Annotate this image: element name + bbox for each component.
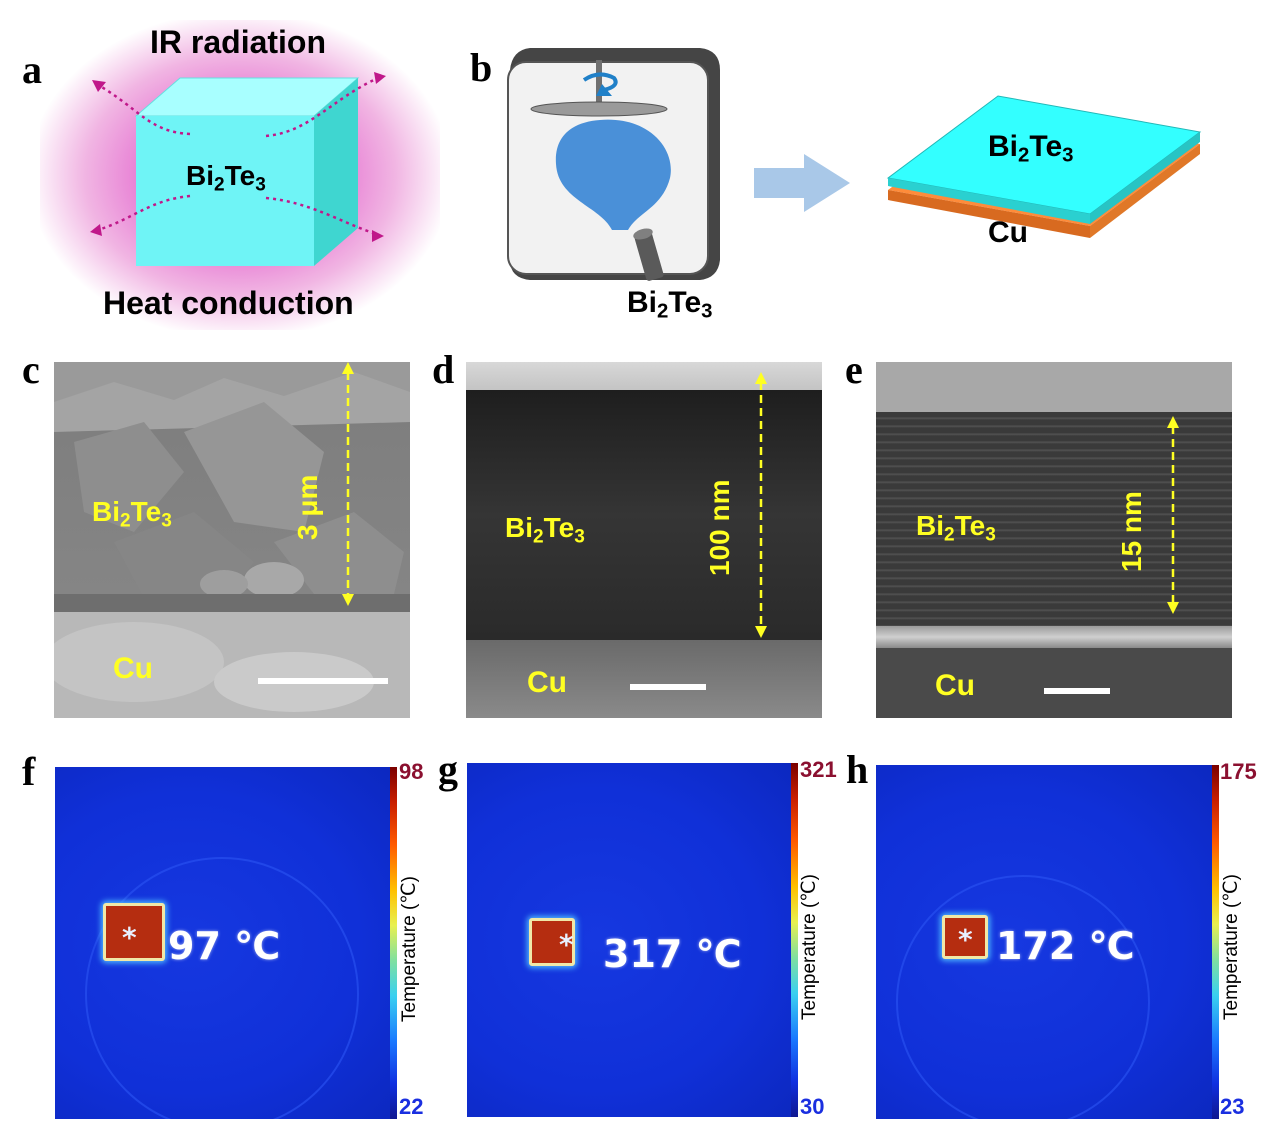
sem-substrate-label: Cu <box>113 652 153 685</box>
panel-label-d: d <box>432 347 455 392</box>
panel-label-e: e <box>845 347 863 392</box>
colorbar-label-g: Temperature (℃) <box>799 874 820 1020</box>
tem-film-layer <box>466 390 822 640</box>
tem-thickness-label: 100 nm <box>704 479 735 577</box>
hrtem-film-label: Bi2Te3 <box>916 510 996 546</box>
tem-scalebar <box>630 684 706 690</box>
cube-material-label: Bi2Te3 <box>186 160 266 196</box>
colorbar-max-g: 321 <box>800 757 837 782</box>
panel-label-f: f <box>22 749 36 794</box>
colorbar-g <box>791 763 798 1117</box>
hrtem-thickness-label: 15 nm <box>1116 491 1147 572</box>
hotspot-h <box>942 915 988 959</box>
thermal-image-g: * 317 ℃ <box>467 763 791 1117</box>
hrtem-thickness-arrow <box>1167 416 1179 614</box>
tem-cu-layer <box>466 640 822 718</box>
temperature-readout-f: 97 ℃ <box>168 924 281 968</box>
substrate-label: Cu <box>988 216 1028 249</box>
sem-film-label: Bi2Te3 <box>92 496 172 532</box>
thermal-ring-f <box>85 857 359 1119</box>
panel-label-c: c <box>22 347 40 392</box>
bi2te3-cube-diagram <box>90 72 386 266</box>
colorbar-min-f: 22 <box>399 1094 424 1119</box>
tem-image <box>466 362 822 718</box>
sem-thickness-label: 3 μm <box>292 474 323 540</box>
colorbar-label-h: Temperature (℃) <box>1221 874 1242 1020</box>
thermal-ring-h <box>896 875 1150 1119</box>
sem-thickness-arrow <box>342 362 354 606</box>
measure-marker-g: * <box>559 928 574 961</box>
source-material-label: Bi2Te3 <box>627 286 713 323</box>
colorbar-f <box>390 767 397 1119</box>
heat-conduction-label: Heat conduction <box>103 285 354 321</box>
hrtem-cu-layer <box>876 648 1232 718</box>
colorbar-min-g: 30 <box>800 1094 825 1119</box>
film-material-label: Bi2Te3 <box>988 130 1074 167</box>
hotspot-f <box>103 903 165 961</box>
ir-radiation-label: IR radiation <box>150 24 327 60</box>
hrtem-interface <box>876 626 1232 648</box>
colorbar-max-f: 98 <box>399 759 424 784</box>
measure-marker-f: * <box>122 921 137 954</box>
tem-film-label: Bi2Te3 <box>505 512 585 548</box>
tem-substrate-label: Cu <box>527 666 567 699</box>
colorbar-h <box>1212 765 1219 1119</box>
sem-texture <box>54 362 410 718</box>
sem-image <box>54 362 410 718</box>
tem-thickness-arrow <box>755 372 767 638</box>
panel-label-a: a <box>22 47 42 92</box>
temperature-readout-h: 172 ℃ <box>996 924 1135 968</box>
colorbar-min-h: 23 <box>1220 1094 1245 1119</box>
colorbar-max-h: 175 <box>1220 759 1257 784</box>
hrtem-scalebar <box>1044 688 1110 694</box>
thermal-image-h: * 172 ℃ <box>876 765 1212 1119</box>
deposition-diagram <box>507 48 1202 281</box>
panel-label-h: h <box>846 747 869 792</box>
hotspot-g <box>529 918 575 966</box>
measure-marker-h: * <box>958 923 973 956</box>
sem-scalebar <box>258 678 388 684</box>
hrtem-substrate-label: Cu <box>935 669 975 702</box>
colorbar-label-f: Temperature (℃) <box>399 876 420 1022</box>
thermal-image-f: * 97 ℃ <box>55 767 390 1119</box>
panel-label-b: b <box>470 45 493 90</box>
panel-label-g: g <box>438 747 458 792</box>
temperature-readout-g: 317 ℃ <box>603 932 742 976</box>
